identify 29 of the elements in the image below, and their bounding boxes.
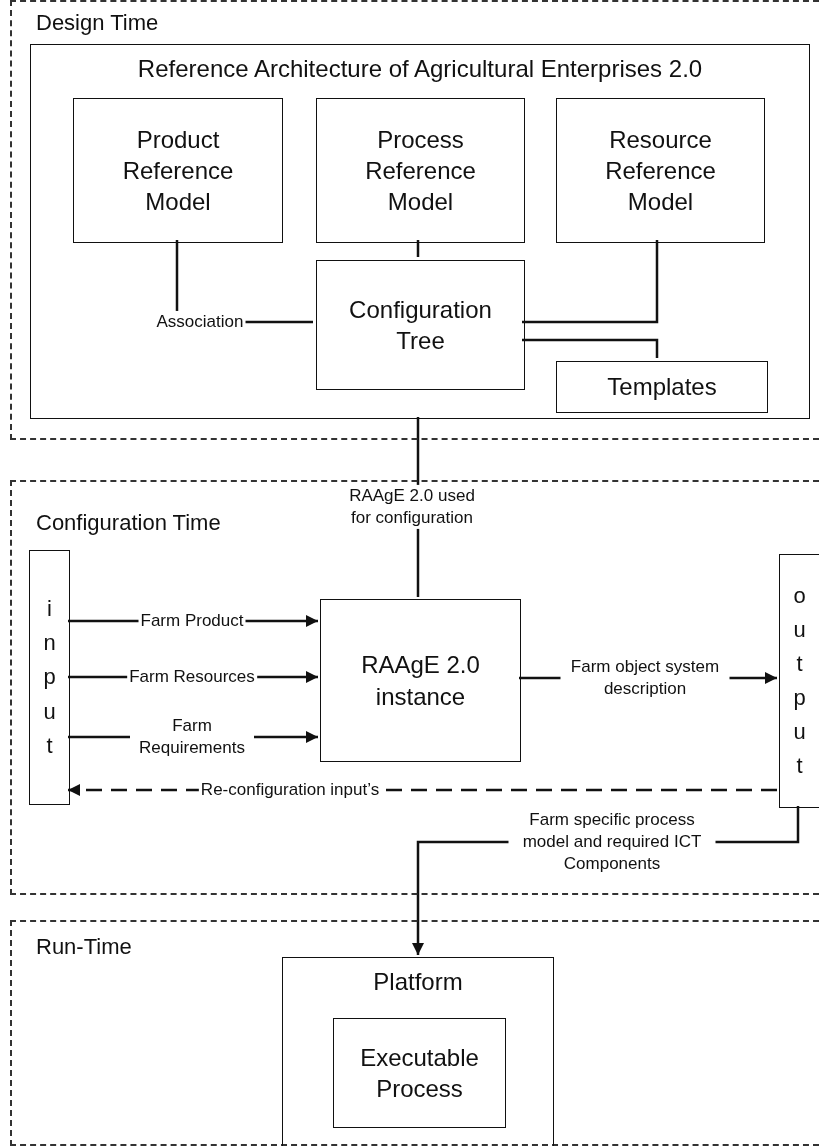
box-label: Templates: [607, 372, 717, 403]
box-label: Resource Reference Model: [604, 124, 717, 218]
region-title: Configuration Time: [36, 510, 221, 536]
container-box: [30, 44, 810, 419]
box-label: RAAgE 2.0 instance: [360, 650, 481, 712]
process-box: [73, 98, 283, 243]
process-box: [333, 1018, 506, 1128]
process-box: [316, 260, 525, 390]
process-box: [316, 98, 525, 243]
process-box: [320, 599, 521, 762]
box-label: Configuration Tree: [348, 294, 493, 356]
region-title: Run-Time: [36, 934, 132, 960]
connector-line: [416, 240, 420, 257]
box-label: Reference Architecture of Agricultural Enterprises 2.0: [137, 54, 703, 84]
box-label: input: [42, 595, 57, 760]
process-box: [29, 550, 70, 805]
dashed-region: [10, 920, 819, 1146]
process-box: [556, 361, 768, 413]
process-box: [779, 554, 819, 808]
box-label: Platform: [373, 967, 463, 997]
connector-line: [522, 338, 659, 358]
box-label: Executable Process: [359, 1042, 480, 1104]
connector-line: [522, 240, 659, 324]
box-label: Product Reference Model: [121, 124, 235, 218]
container-box: [282, 957, 554, 1146]
box-label: output: [792, 581, 807, 781]
process-box: [556, 98, 765, 243]
region-title: Design Time: [36, 10, 159, 36]
box-label: Process Reference Model: [364, 124, 477, 218]
